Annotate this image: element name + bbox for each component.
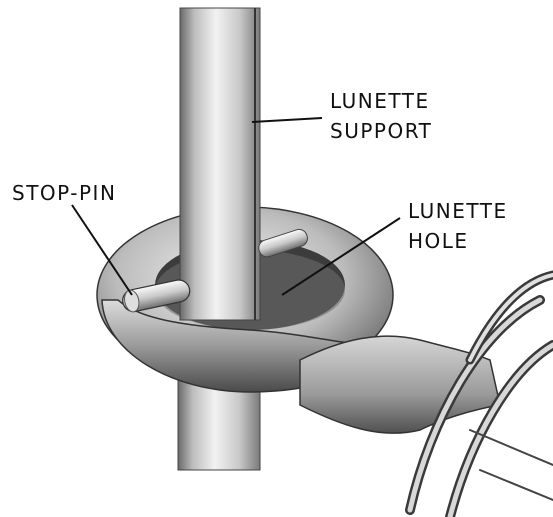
lunette-support-label-line1: LUNETTE — [330, 89, 430, 113]
lunette-hole-label-line2: HOLE — [408, 229, 469, 253]
lunette-support-label-line2: SUPPORT — [330, 119, 432, 143]
stop-pin-label: STOP-PIN — [12, 181, 116, 205]
lunette-hole-label-line1: LUNETTE — [408, 199, 508, 223]
lunette-support-leader — [252, 118, 322, 122]
lunette-support-pole — [180, 8, 260, 320]
lunette-support-lower — [178, 380, 260, 470]
